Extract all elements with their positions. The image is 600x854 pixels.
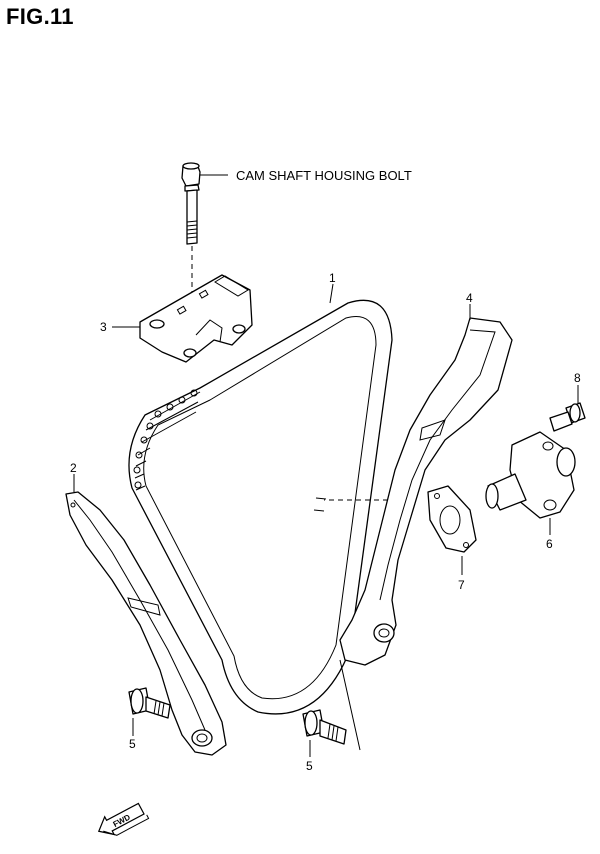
cam-chain xyxy=(128,299,393,715)
part-number-2: 2 xyxy=(70,461,77,475)
chain-guide-left xyxy=(65,491,227,756)
part-number-4: 4 xyxy=(466,291,473,305)
part-1-leader xyxy=(329,283,334,304)
part-number-5-left: 5 xyxy=(129,737,136,751)
part-number-6: 6 xyxy=(546,537,553,551)
guide-bolt-right xyxy=(302,709,347,745)
chain-guide-bracket xyxy=(139,274,253,363)
tensioner-gasket xyxy=(427,485,477,553)
tensioner-bolt xyxy=(549,402,586,432)
guide-bolt-leader xyxy=(339,659,361,751)
chain-tensioner xyxy=(485,431,576,519)
tensioner-guide xyxy=(339,317,513,666)
part-number-7: 7 xyxy=(458,578,465,592)
part-number-8: 8 xyxy=(574,371,581,385)
bolt-note-label: CAM SHAFT HOUSING BOLT xyxy=(236,168,412,183)
forward-direction-arrow: FWD xyxy=(97,802,150,836)
part-number-3: 3 xyxy=(100,320,107,334)
part-number-5-right: 5 xyxy=(306,759,313,773)
figure-title: FIG.11 xyxy=(6,4,74,29)
part-number-1: 1 xyxy=(329,271,336,285)
guide-bolt-left xyxy=(128,687,171,719)
cam-shaft-housing-bolt xyxy=(181,162,201,245)
